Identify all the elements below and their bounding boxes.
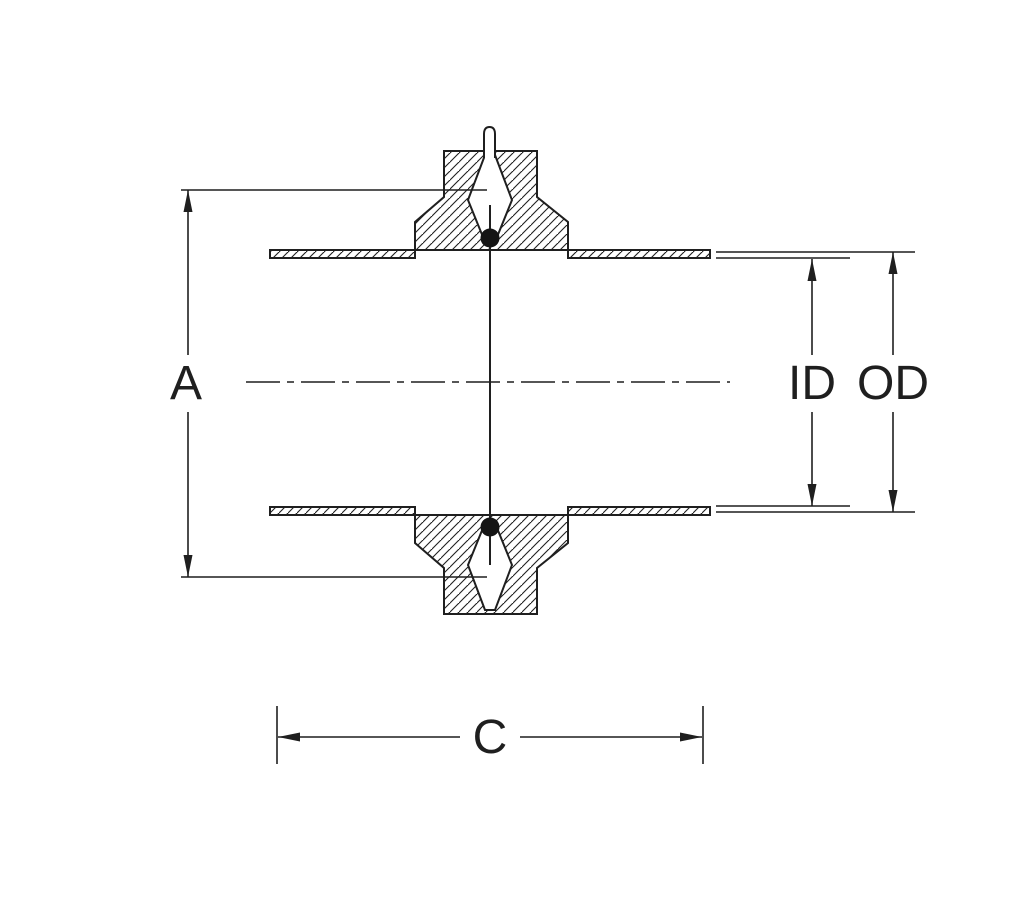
dim-id-arrow-down xyxy=(807,484,817,506)
dim-id-arrow-up xyxy=(807,259,817,281)
dim-a-arrow-up xyxy=(183,190,193,212)
dim-id-label: ID xyxy=(788,357,836,410)
dim-id xyxy=(807,259,817,506)
dim-a-arrow-down xyxy=(183,555,193,577)
dim-c xyxy=(276,706,704,764)
fitting-geometry xyxy=(246,125,730,615)
lower-right-wall-hatch xyxy=(567,506,711,516)
dim-a xyxy=(181,189,487,578)
gasket-lower-dot xyxy=(480,517,500,537)
pipe-body xyxy=(269,249,711,516)
dim-a-label: A xyxy=(170,357,202,410)
dim-od xyxy=(888,252,898,512)
dim-c-label: C xyxy=(473,711,508,764)
dim-od-arrow-up xyxy=(888,252,898,274)
dim-od-arrow-down xyxy=(888,490,898,512)
dim-c-arrow-right xyxy=(680,732,702,742)
lower-left-wall-hatch xyxy=(269,506,416,516)
dim-right-extensions xyxy=(716,251,915,513)
lower-clamp-nut xyxy=(414,514,569,615)
gasket-upper-dot xyxy=(480,228,500,248)
top-pin xyxy=(483,125,496,158)
upper-right-wall-hatch xyxy=(567,249,711,259)
dimension-annotations xyxy=(181,189,915,764)
dim-c-arrow-left xyxy=(278,732,300,742)
upper-left-wall-hatch xyxy=(269,249,416,259)
dim-od-label: OD xyxy=(857,357,929,410)
